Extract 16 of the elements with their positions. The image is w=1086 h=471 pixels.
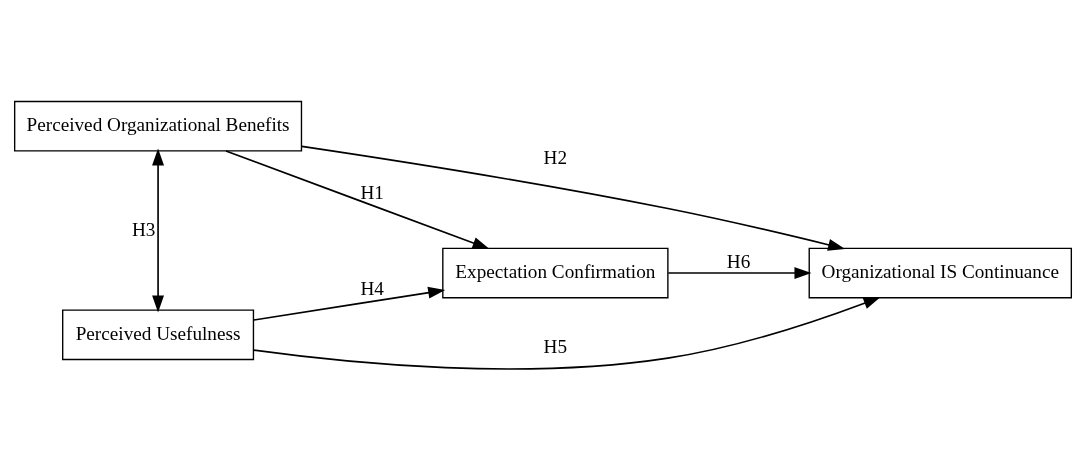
arrow [301, 145, 846, 251]
node-box: Perceived Organizational Benefits [14, 100, 303, 152]
edge-label: H6 [726, 250, 751, 272]
arrow [667, 267, 812, 279]
edge-label: H2 [543, 146, 568, 168]
arrow [253, 286, 446, 321]
node-box: Perceived Usefulness [62, 309, 255, 361]
edge-label: H4 [360, 278, 384, 300]
node-box: Expectation Confirmation [442, 247, 669, 299]
arrow [252, 297, 881, 370]
arrow [152, 148, 165, 313]
edge-label: H3 [131, 218, 156, 240]
arrow [225, 150, 490, 250]
edge-label: H5 [543, 335, 568, 357]
edge-label: H1 [360, 182, 384, 204]
node-box: Organizational IS Continuance [808, 247, 1072, 299]
